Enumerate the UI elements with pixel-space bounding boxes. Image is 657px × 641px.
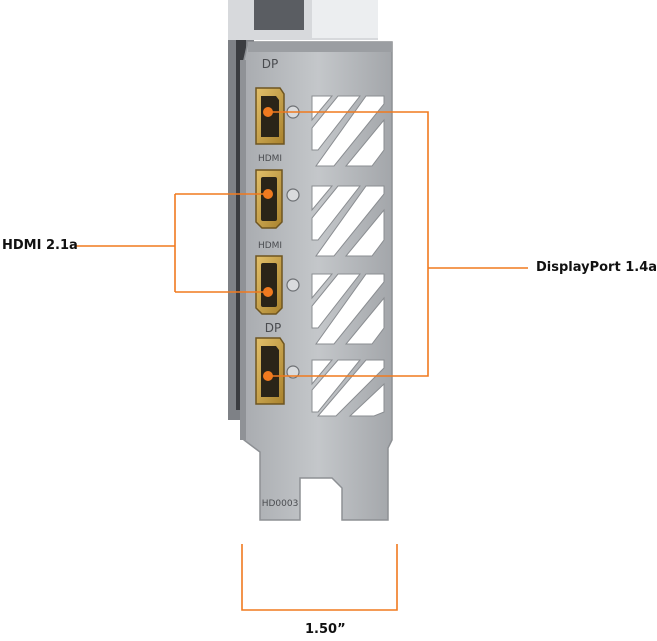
port-label-dp-bottom: DP bbox=[265, 321, 281, 335]
hdmi-port-upper bbox=[255, 169, 283, 229]
part-number: HD0003 bbox=[262, 499, 299, 509]
hdmi-callout-label: HDMI 2.1a bbox=[2, 238, 78, 253]
dp-port-bottom bbox=[255, 337, 285, 405]
port-label-hdmi-lower: HDMI bbox=[258, 241, 282, 251]
hdmi-port-lower bbox=[255, 255, 283, 315]
width-dimension-label: 1.50” bbox=[305, 622, 346, 637]
port-label-hdmi-upper: HDMI bbox=[258, 154, 282, 164]
bracket-illustration: DP HDMI HDMI DP HD0003 bbox=[75, 0, 528, 611]
port-label-dp-top: DP bbox=[262, 57, 278, 71]
vent-slots bbox=[311, 95, 385, 417]
displayport-callout-label: DisplayPort 1.4a bbox=[536, 260, 657, 275]
callout-lines bbox=[75, 111, 528, 611]
bracket-markings: DP HDMI HDMI DP HD0003 bbox=[258, 57, 298, 509]
callout-dots bbox=[263, 107, 273, 381]
